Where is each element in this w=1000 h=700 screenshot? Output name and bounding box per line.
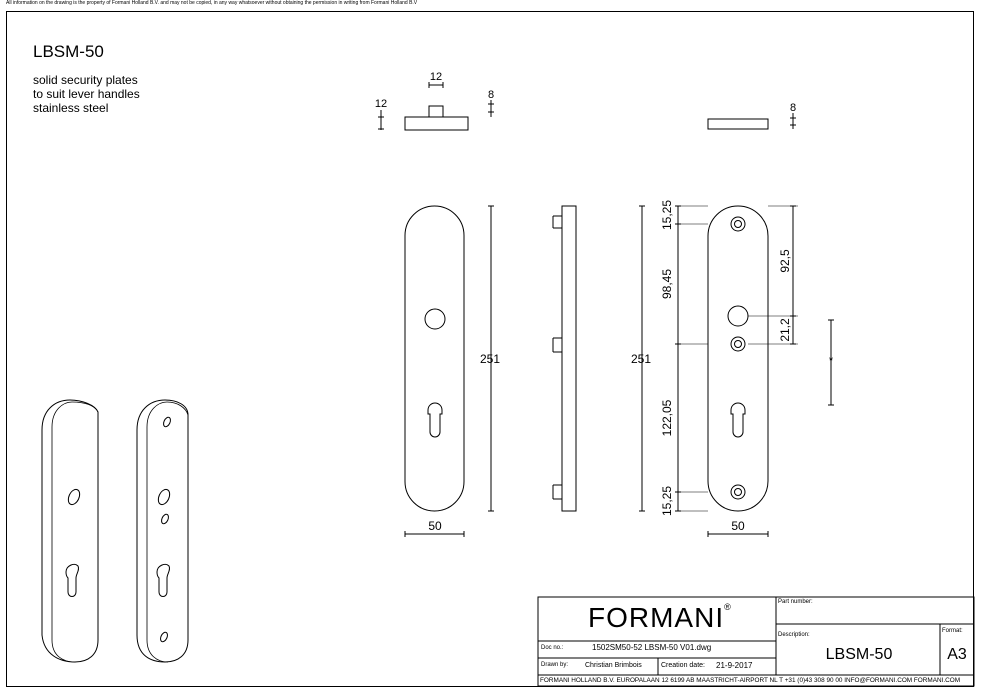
dim-height-side: 251	[631, 352, 651, 366]
top-view-back: 8	[707, 102, 796, 130]
euro-cylinder-hole	[427, 402, 443, 438]
part-number-label: Part number:	[778, 599, 813, 605]
iso-plate-back-body	[136, 399, 189, 663]
dim-width-back: 50	[731, 519, 745, 533]
front-view: 251 50	[404, 205, 500, 537]
dim-height-front: 251	[480, 352, 500, 366]
doc-no-label: Doc no.:	[541, 645, 564, 651]
top-view-front: 12 12 8	[375, 71, 494, 131]
front-plate-outline	[404, 205, 465, 512]
dim-spindle-to-hole: 21,2	[778, 318, 792, 342]
iso-cylinder-hole	[65, 563, 80, 597]
screw-hole-bottom	[730, 484, 746, 500]
spindle-hole-back	[727, 305, 749, 327]
product-title: LBSM-50	[33, 42, 104, 61]
isometric-front	[41, 399, 99, 663]
drawn-by-value: Christian Brimbois	[585, 662, 642, 669]
screw-hole-middle	[730, 336, 746, 352]
dim-thickness-front: 8	[488, 89, 494, 101]
side-view: 251	[552, 205, 651, 512]
dim-upper-span: 98,45	[660, 269, 674, 299]
brand-name: FORMANI	[588, 602, 725, 633]
dim-spindle-to-top: 92,5	[778, 249, 792, 273]
dim-bottom-offset: 15,25	[660, 486, 674, 516]
dim-spindle-height: 12	[375, 98, 387, 110]
iso-spindle-hole	[67, 488, 81, 506]
dim-spindle-width: 12	[430, 71, 442, 83]
drawn-by-label: Drawn by:	[541, 662, 569, 668]
spindle-boss	[428, 105, 444, 118]
dim-variable: *	[829, 355, 834, 367]
euro-cylinder-hole-back	[730, 402, 746, 438]
plate-top-back-outline	[707, 118, 769, 130]
plate-top-outline	[404, 116, 469, 131]
description-line: solid security plates	[33, 73, 138, 87]
creation-date-label: Creation date:	[661, 662, 705, 669]
back-plate-outline	[707, 205, 769, 512]
product-description: solid security plates to suit lever hand…	[33, 73, 140, 115]
dim-lower-span: 122,05	[660, 399, 674, 436]
description-value: LBSM-50	[825, 646, 893, 663]
back-view: 15,25 98,45 122,05 15,25 92,5 21,2 * 50	[660, 200, 834, 537]
side-plate-outline	[561, 205, 577, 512]
description-line: stainless steel	[33, 101, 109, 115]
dim-top-offset: 15,25	[660, 200, 674, 230]
isometric-back	[136, 399, 189, 663]
footer-address: FORMANI HOLLAND B.V. EUROPALAAN 12 6199 …	[540, 677, 961, 684]
iso-plate-front-body	[41, 399, 99, 663]
description-line: to suit lever handles	[33, 87, 140, 101]
brand-logo: FORMANI®	[588, 602, 732, 634]
title-block	[537, 596, 975, 687]
dim-thickness-back: 8	[790, 102, 796, 114]
creation-date-value: 21-9-2017	[716, 661, 753, 670]
dim-width-front: 50	[428, 519, 442, 533]
trademark-symbol: ®	[724, 602, 732, 612]
drawing-frame	[6, 11, 974, 687]
format-value: A3	[947, 646, 967, 663]
disclaimer-text: All information on the drawing is the pr…	[6, 0, 418, 6]
spindle-hole	[424, 308, 446, 330]
format-label: Format:	[942, 628, 963, 634]
description-label: Description:	[778, 632, 810, 638]
screw-hole-top	[730, 216, 746, 232]
doc-no-value: 1502SM50-52 LBSM-50 V01.dwg	[592, 643, 712, 652]
